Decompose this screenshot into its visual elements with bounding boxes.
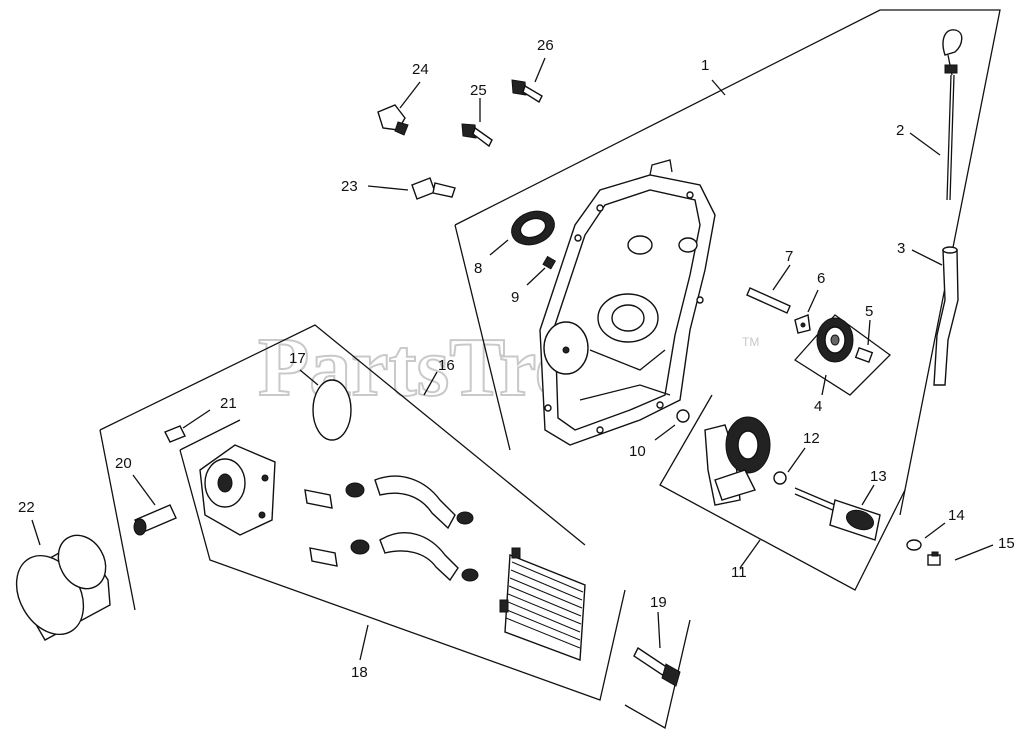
group-outline-18 — [179, 449, 626, 701]
leader-11 — [739, 539, 761, 569]
group-outline-19 — [624, 619, 691, 730]
part-8[interactable] — [507, 205, 559, 250]
group-outline-18-top — [179, 419, 241, 451]
leader-23 — [367, 185, 409, 191]
leader-12 — [787, 447, 806, 473]
callout-10[interactable]: 10 — [629, 443, 646, 460]
part-15[interactable] — [927, 551, 941, 566]
part-18[interactable] — [199, 444, 586, 661]
callout-9[interactable]: 9 — [511, 289, 519, 306]
part-12[interactable] — [773, 471, 787, 485]
leader-14 — [924, 522, 946, 539]
leader-2 — [909, 132, 941, 156]
leader-17 — [299, 369, 319, 386]
part-4[interactable] — [816, 317, 854, 363]
callout-5[interactable]: 5 — [865, 303, 873, 320]
part-19[interactable] — [633, 646, 681, 687]
leader-7 — [772, 264, 791, 291]
leader-22 — [31, 519, 41, 546]
callout-16[interactable]: 16 — [438, 357, 455, 374]
part-25[interactable] — [461, 123, 493, 148]
callout-6[interactable]: 6 — [817, 270, 825, 287]
leader-10 — [654, 424, 676, 441]
part-5[interactable] — [854, 347, 874, 363]
part-24[interactable] — [377, 104, 409, 136]
part-7[interactable] — [746, 287, 791, 314]
callout-2[interactable]: 2 — [896, 122, 904, 139]
callout-26[interactable]: 26 — [537, 37, 554, 54]
part-22[interactable] — [3, 527, 115, 647]
part-23[interactable] — [411, 177, 456, 200]
leader-5 — [867, 319, 871, 346]
part-26[interactable] — [511, 79, 543, 104]
callout-12[interactable]: 12 — [803, 430, 820, 447]
leader-3 — [911, 249, 943, 266]
callout-25[interactable]: 25 — [470, 82, 487, 99]
leader-19 — [657, 611, 661, 649]
callout-17[interactable]: 17 — [289, 350, 306, 367]
callout-7[interactable]: 7 — [785, 248, 793, 265]
part-17[interactable] — [312, 379, 352, 441]
part-14[interactable] — [906, 539, 922, 551]
leader-8 — [489, 239, 509, 256]
callout-13[interactable]: 13 — [870, 468, 887, 485]
leader-16 — [423, 371, 438, 396]
leader-4 — [821, 374, 827, 396]
leader-26 — [534, 57, 546, 83]
callout-8[interactable]: 8 — [474, 260, 482, 277]
callout-21[interactable]: 21 — [220, 395, 237, 412]
leader-18 — [359, 624, 369, 661]
callout-4[interactable]: 4 — [814, 398, 822, 415]
group-outline-16 — [99, 324, 586, 546]
leader-6 — [807, 289, 819, 313]
part-6[interactable] — [794, 314, 811, 334]
callout-3[interactable]: 3 — [897, 240, 905, 257]
leader-24 — [399, 81, 421, 109]
callout-19[interactable]: 19 — [650, 594, 667, 611]
callout-20[interactable]: 20 — [115, 455, 132, 472]
callout-11[interactable]: 11 — [731, 564, 747, 581]
group-outline-1-left — [454, 224, 511, 451]
part-3[interactable] — [933, 246, 959, 386]
group-outline-16-left — [99, 429, 136, 611]
part-13[interactable] — [794, 487, 881, 541]
callout-14[interactable]: 14 — [948, 507, 965, 524]
callout-22[interactable]: 22 — [18, 499, 35, 516]
leader-20 — [132, 474, 156, 506]
callout-23[interactable]: 23 — [341, 178, 358, 195]
part-1[interactable] — [539, 159, 716, 446]
part-10[interactable] — [676, 409, 690, 423]
leader-1 — [711, 79, 726, 96]
part-9[interactable] — [542, 255, 557, 270]
leader-13 — [861, 484, 875, 506]
leader-21 — [182, 409, 211, 429]
callout-15[interactable]: 15 — [998, 535, 1015, 552]
group-outline-11 — [659, 394, 906, 591]
part-11[interactable] — [704, 416, 771, 506]
callout-1[interactable]: 1 — [701, 57, 709, 74]
part-21[interactable] — [164, 425, 186, 443]
part-2[interactable] — [942, 29, 963, 201]
leader-9 — [526, 267, 546, 286]
part-20[interactable] — [133, 504, 177, 536]
leader-15 — [954, 544, 994, 561]
watermark-trademark: TM — [742, 335, 759, 349]
callout-24[interactable]: 24 — [412, 61, 429, 78]
callout-18[interactable]: 18 — [351, 664, 368, 681]
